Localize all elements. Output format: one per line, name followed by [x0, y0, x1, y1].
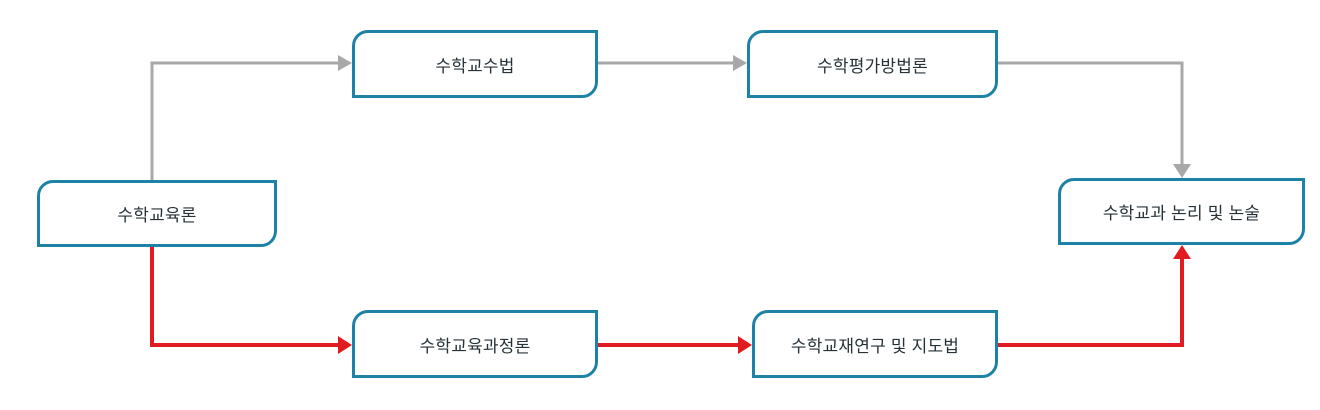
node-math-education-intro: 수학교육론 [37, 180, 277, 247]
node-label: 수학교재연구 및 지도법 [790, 336, 960, 356]
node-label: 수학교육론 [117, 206, 197, 225]
node-label: 수학교과 논리 및 논술 [1102, 204, 1261, 223]
node-math-teaching-methods: 수학교수법 [352, 30, 598, 98]
edge-intro-to-teaching-methods [150, 55, 352, 180]
arrowhead-right-icon [733, 55, 747, 71]
edge-curriculum-theory-to-textbook-research [598, 336, 752, 354]
arrowhead-right-icon [738, 336, 752, 354]
arrowhead-right-icon [338, 55, 352, 71]
edge-teaching-methods-to-assessment [598, 55, 747, 71]
node-label: 수학교육과정론 [419, 336, 531, 356]
arrowhead-up-icon [1173, 245, 1191, 259]
arrowhead-right-icon [338, 336, 352, 354]
node-math-logic-and-essay: 수학교과 논리 및 논술 [1058, 178, 1305, 245]
node-math-curriculum-theory: 수학교육과정론 [352, 310, 598, 378]
edge-assessment-to-logic-essay [998, 61, 1191, 178]
node-label: 수학교수법 [435, 56, 515, 76]
node-label: 수학평가방법론 [817, 56, 928, 76]
edge-intro-to-curriculum-theory [150, 247, 352, 354]
node-math-textbook-research: 수학교재연구 및 지도법 [752, 310, 998, 378]
edge-textbook-research-to-logic-essay [998, 245, 1191, 347]
arrowhead-down-icon [1173, 164, 1191, 178]
node-math-assessment-methodology: 수학평가방법론 [747, 30, 998, 98]
